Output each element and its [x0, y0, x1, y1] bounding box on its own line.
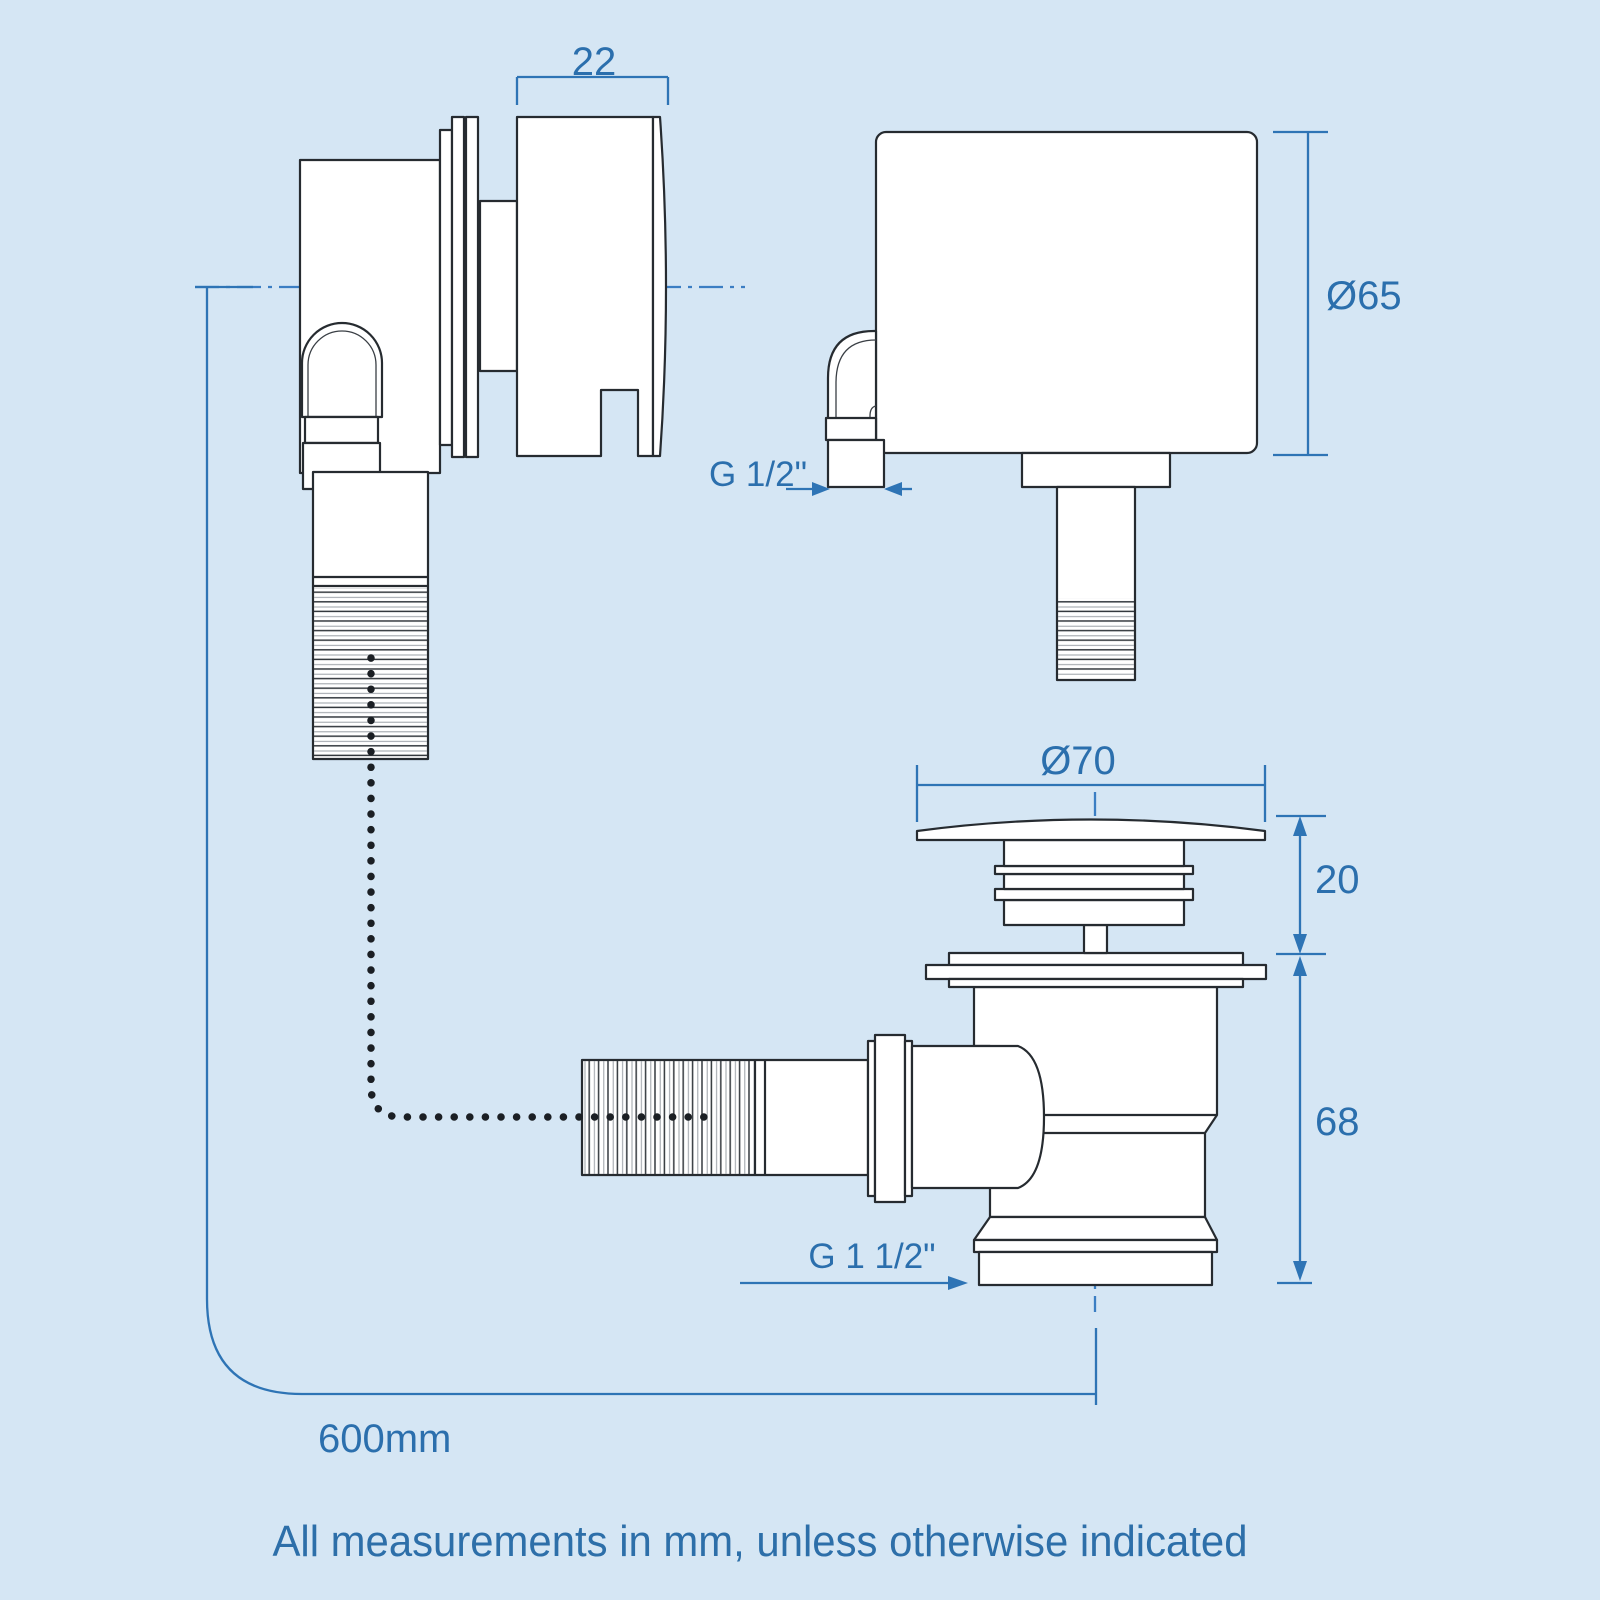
face-neck [1020, 451, 1172, 489]
flange-plate-inner [464, 115, 480, 459]
spool-ring-lower [993, 887, 1195, 902]
g-one-half-label: G 1 1/2" [808, 1237, 935, 1276]
g-half-label: G 1/2" [709, 455, 807, 494]
waste-plug-assembly: G 1 1/2" Ø70 20 68 [580, 739, 1360, 1312]
flange-plate-outer [450, 115, 466, 459]
dim-d70-label: Ø70 [1040, 739, 1116, 783]
face-tail-thread [1058, 598, 1134, 677]
spool-neck-lower [1002, 872, 1186, 891]
dimension-cap-diameter: Ø70 [915, 739, 1267, 822]
dimension-cap-height: 20 [1276, 814, 1360, 956]
inlet-elbow-rim [835, 339, 877, 440]
elbow-nut [303, 415, 380, 445]
dim-22-label: 22 [572, 40, 617, 84]
spool-block [1002, 898, 1186, 927]
cap-stem [1082, 923, 1109, 955]
inlet-elbow-inner [869, 405, 877, 440]
bottom-flange-band [972, 1238, 1219, 1254]
dim-600mm-label: 600mm [318, 1417, 451, 1461]
filler-cap-rim [651, 115, 668, 458]
dimension-body-height: 68 [1277, 956, 1360, 1285]
flange-top-plate [947, 951, 1245, 967]
overflow-filler-side-view: 22 [195, 40, 745, 761]
filler-face-plate [874, 130, 1259, 455]
body-step-plate [438, 128, 454, 447]
backnut-knurl [873, 1033, 907, 1204]
plug-chain [367, 654, 711, 1121]
dim-20-label: 20 [1315, 858, 1360, 902]
waste-cap-dome [915, 818, 1267, 842]
cap-neck [478, 199, 519, 373]
inlet-tailpiece [910, 1044, 1046, 1190]
inlet-thread [826, 438, 886, 489]
footer-note: All measurements in mm, unless otherwise… [273, 1517, 1248, 1566]
overflow-elbow [300, 321, 384, 419]
overflow-elbow-inner-line [307, 330, 377, 417]
inlet-nut [824, 416, 878, 442]
spool-ring-upper [993, 864, 1195, 876]
dimension-face-diameter: Ø65 [1273, 130, 1402, 457]
dimension-cap-depth: 22 [515, 40, 670, 105]
overflow-filler-front-view: G 1/2" Ø65 [709, 130, 1402, 682]
filler-cap [515, 115, 655, 458]
flange-lower-plate [947, 977, 1245, 989]
label-g-half-inch: G 1/2" [709, 455, 912, 496]
flange-main-plate [924, 963, 1268, 981]
dimension-chain-length: 600mm [195, 285, 1098, 1461]
dim-68-label: 68 [1315, 1100, 1360, 1144]
inlet-elbow [826, 329, 878, 442]
bottom-thread [977, 1250, 1214, 1287]
label-g-one-and-half-inch: G 1 1/2" [740, 1237, 968, 1290]
bottom-flange-taper [972, 1215, 1219, 1242]
spool-neck-upper [1002, 838, 1186, 868]
dim-d65-label: Ø65 [1326, 274, 1402, 318]
